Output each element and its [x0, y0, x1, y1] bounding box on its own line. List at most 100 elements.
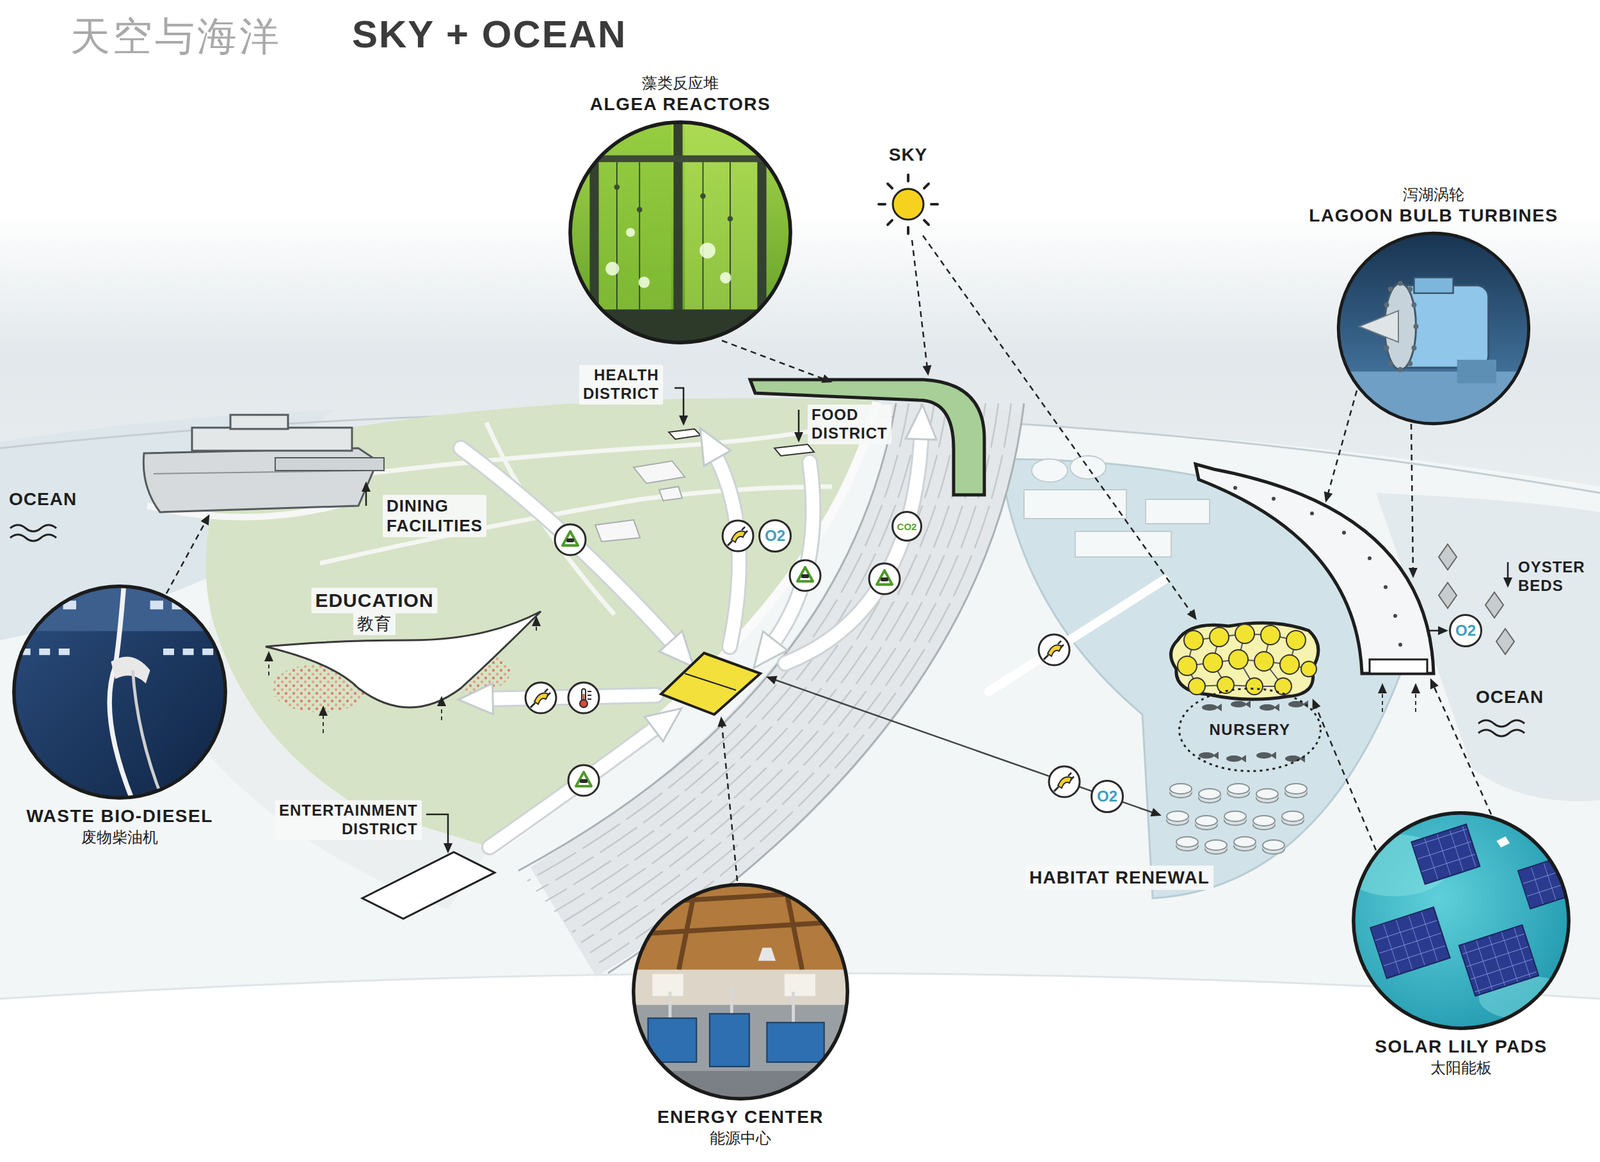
label-holder: SKY — [888, 144, 928, 166]
education-label: EDUCATION — [311, 587, 438, 614]
lily-pad-cluster — [1246, 677, 1263, 695]
lagoon-pools — [1075, 531, 1172, 557]
habitat-modules — [1169, 783, 1192, 798]
education-chinese: 教育 — [353, 612, 396, 635]
photo-circle — [1350, 809, 1572, 1032]
habitat-modules — [1205, 839, 1227, 854]
nursery-outline — [1179, 688, 1321, 772]
bleacher-rows — [536, 403, 922, 891]
flow-icons — [525, 520, 1080, 797]
diesel-photo-circle: WASTE BIO-DIESEL废物柴油机 — [10, 583, 229, 801]
flow-arrows — [768, 462, 813, 650]
turbine-photo-circle: 泻湖涡轮LAGOON BULB TURBINES — [1335, 230, 1532, 427]
flow-icons — [1038, 634, 1070, 665]
chinese-caption: 太阳能板 — [1430, 1057, 1492, 1078]
flow-icons — [1048, 766, 1080, 797]
label-holder: HEALTH DISTRICT — [579, 364, 664, 405]
title-chinese: 天空与海洋 — [70, 12, 282, 61]
co2-label: CO2 — [897, 521, 918, 532]
flow-arrows — [460, 448, 679, 650]
flow-arrows — [460, 427, 922, 847]
promenade — [492, 401, 877, 852]
lily-pad-cluster — [1203, 652, 1223, 672]
lily-pad-cluster — [1286, 630, 1306, 650]
leader-lines — [912, 240, 928, 374]
nursery-fish — [1288, 700, 1309, 708]
caption-stack: ENERGY CENTER能源中心 — [657, 1105, 824, 1148]
photo-circle — [630, 881, 851, 1102]
flow-arrows — [460, 448, 679, 650]
label-holder: DINING FACILITIES — [382, 494, 487, 537]
nursery-fish — [1285, 754, 1305, 763]
entertainment-building — [362, 851, 495, 919]
sky-label: SKY — [888, 144, 928, 166]
flow-arrows — [460, 427, 922, 847]
oyster-beds — [1438, 544, 1457, 570]
outflow-arrow — [1427, 629, 1447, 632]
leader-lines — [1326, 390, 1357, 501]
label-holder: OYSTER BEDS — [1518, 558, 1586, 596]
oyster-beds — [1485, 592, 1504, 618]
leader-lines — [1411, 423, 1414, 576]
english-caption: SOLAR LILY PADS — [1374, 1034, 1547, 1058]
turbine-dots — [1383, 584, 1388, 589]
education-dashed-arrows — [535, 617, 537, 631]
cruise-ship — [275, 457, 384, 471]
label-holder: SKY + OCEAN — [352, 11, 627, 58]
oxygen-label: O2 — [1455, 622, 1476, 639]
sun — [931, 202, 938, 206]
lily-pad-cluster — [1235, 624, 1255, 644]
district-label: ENTERTAINMENT DISTRICT — [275, 800, 422, 840]
sun — [892, 188, 924, 220]
leader-lines — [721, 340, 831, 382]
label-holder: EDUCATION — [311, 587, 438, 614]
label-holder: OCEAN — [8, 488, 77, 511]
wave-symbol — [10, 524, 57, 532]
caption-stack: SOLAR LILY PADS太阳能板 — [1374, 1034, 1547, 1078]
english-caption: ENERGY CENTER — [657, 1105, 824, 1128]
label-holder: 教育 — [353, 612, 396, 635]
caption-stack: WASTE BIO-DIESEL废物柴油机 — [26, 804, 214, 847]
habitat-modules — [1166, 810, 1189, 825]
habitat-modules — [1166, 783, 1307, 854]
nursery-fish — [1230, 700, 1251, 708]
photo-circle — [567, 119, 794, 346]
energy-block — [684, 673, 736, 690]
bleacher-rows — [527, 403, 1012, 963]
habitat-modules — [1285, 783, 1307, 798]
flow-icons — [525, 682, 557, 713]
english-caption: WASTE BIO-DIESEL — [26, 804, 214, 827]
turbine-dots — [1367, 556, 1372, 560]
health-building — [668, 428, 701, 440]
habitat-modules — [1281, 810, 1304, 825]
dining-pointer — [365, 483, 368, 506]
food-pointer — [798, 409, 800, 441]
lily-pad-cluster — [1177, 624, 1317, 695]
leader-lines — [922, 235, 1196, 619]
flow-icons — [568, 764, 600, 796]
nursery-fish — [1226, 754, 1247, 763]
oxygen-icon: O2 — [758, 519, 792, 553]
cruise-ship — [143, 414, 384, 518]
label-holder: FOOD DISTRICT — [807, 404, 892, 445]
wave-symbol — [10, 534, 57, 541]
habitat-modules — [1198, 788, 1221, 803]
lily-pad-cluster — [1184, 630, 1204, 650]
chinese-caption: 废物柴油机 — [81, 826, 159, 847]
habitat-modules — [1233, 836, 1256, 851]
turbine-dots — [1310, 511, 1314, 516]
energy-block — [661, 652, 761, 715]
label-holder: ENTERTAINMENT DISTRICT — [275, 800, 422, 840]
label-holder: OCEAN — [1475, 686, 1544, 708]
nursery-fish — [1198, 700, 1309, 763]
district-label: HEALTH DISTRICT — [579, 364, 664, 405]
wave-symbol — [10, 524, 1525, 736]
nursery-zone: NURSERY — [1176, 684, 1324, 775]
turbine-housing — [1369, 659, 1428, 674]
sun — [878, 174, 938, 234]
leader-lines — [166, 235, 1492, 881]
park-buildings — [659, 486, 683, 501]
lily-pad-cluster — [1188, 677, 1206, 695]
